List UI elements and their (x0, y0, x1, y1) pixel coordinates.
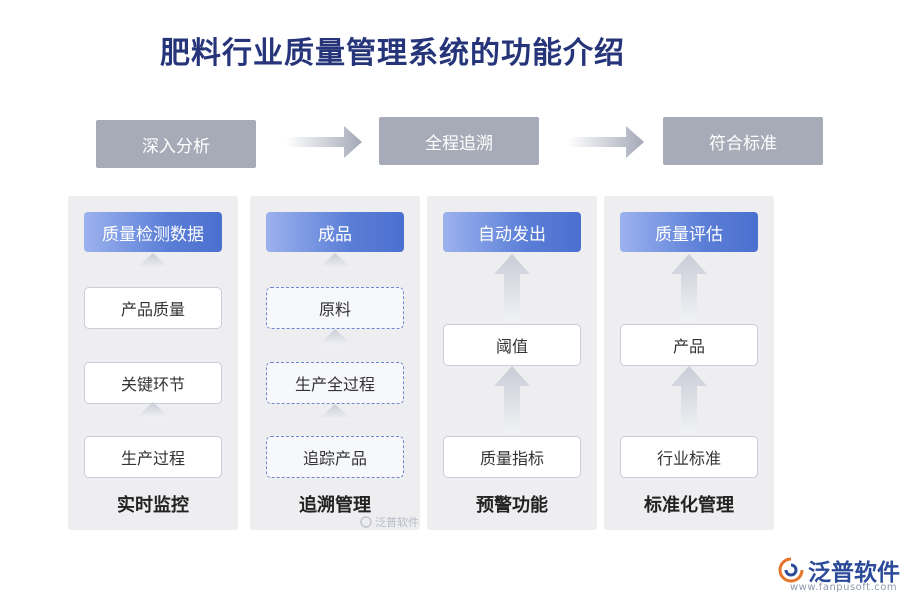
brand-logo: 泛普软件 (778, 553, 900, 587)
brand-swirl-icon (778, 557, 804, 583)
up-arrow-icon (318, 253, 352, 269)
column-item: 行业标准 (620, 436, 758, 478)
up-arrow-icon (318, 404, 352, 420)
flow-arrow-1-icon (286, 126, 362, 158)
column-item: 原料 (266, 287, 404, 329)
brand-url: www.fanpusoft.com (790, 582, 898, 593)
column-item: 追踪产品 (266, 436, 404, 478)
column-head: 自动发出 (443, 212, 581, 252)
watermark-text: 泛普软件 (375, 516, 419, 529)
flow-step-analysis: 深入分析 (96, 120, 256, 168)
column-head: 质量评估 (620, 212, 758, 252)
flow-step-standard: 符合标准 (663, 117, 823, 165)
column-trace-management: 成品 原料 生产全过程 追踪产品 追溯管理 (250, 196, 420, 530)
column-label: 标准化管理 (644, 495, 734, 516)
up-arrow-icon (136, 402, 170, 418)
up-arrow-icon (494, 366, 530, 434)
watermark: 泛普软件 (360, 514, 419, 530)
column-realtime-monitoring: 质量检测数据 产品质量 关键环节 生产过程 实时监控 (68, 196, 238, 530)
column-item: 关键环节 (84, 362, 222, 404)
flow-step-trace: 全程追溯 (379, 117, 539, 165)
column-label: 追溯管理 (299, 495, 371, 516)
column-head: 质量检测数据 (84, 212, 222, 252)
flow-arrow-2-icon (568, 126, 644, 158)
brand-name: 泛普软件 (808, 560, 900, 586)
column-item: 生产全过程 (266, 362, 404, 404)
column-item: 产品质量 (84, 287, 222, 329)
up-arrow-icon (136, 253, 170, 269)
column-head: 成品 (266, 212, 404, 252)
up-arrow-icon (318, 329, 352, 345)
watermark-logo-icon (360, 516, 372, 528)
column-warning: 自动发出 阈值 质量指标 预警功能 (427, 196, 597, 530)
up-arrow-icon (671, 254, 707, 322)
up-arrow-icon (671, 366, 707, 434)
column-label: 预警功能 (476, 495, 548, 516)
up-arrow-icon (494, 254, 530, 322)
column-item: 生产过程 (84, 436, 222, 478)
column-item: 质量指标 (443, 436, 581, 478)
page-title: 肥料行业质量管理系统的功能介绍 (160, 36, 625, 71)
column-standardization: 质量评估 产品 行业标准 标准化管理 (604, 196, 774, 530)
column-item: 阈值 (443, 324, 581, 366)
column-label: 实时监控 (117, 495, 189, 516)
column-item: 产品 (620, 324, 758, 366)
